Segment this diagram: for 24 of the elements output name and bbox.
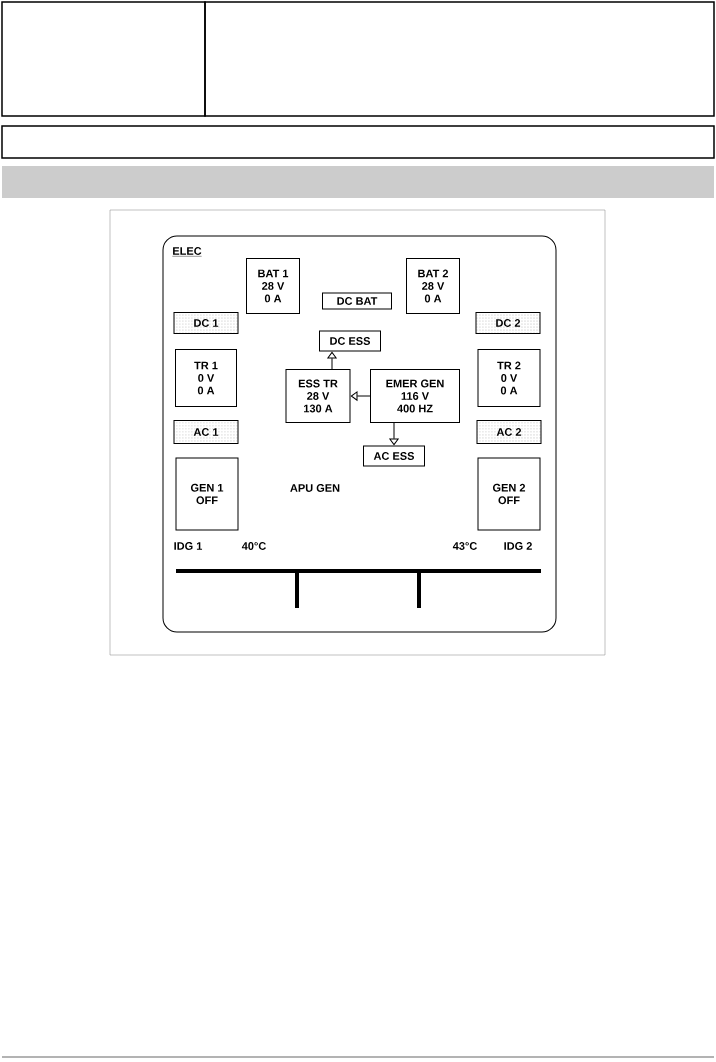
status-box: ESS TR 28 V 130 A — [285, 369, 351, 423]
screen-label: 43°C — [452, 542, 477, 550]
bus-label-box: AC 1 — [173, 420, 239, 444]
screen-label: ELEC — [172, 247, 202, 257]
status-box: GEN 1 OFF — [175, 457, 239, 531]
arrow — [327, 351, 337, 370]
screen-label: 40°C — [241, 542, 266, 550]
screen-label: IDG 1 — [174, 542, 203, 550]
status-box: AC ESS — [363, 445, 425, 467]
bus-label-box: AC 2 — [476, 420, 542, 444]
status-box: EMER GEN 116 V 400 HZ — [370, 369, 460, 423]
screen-label: IDG 2 — [504, 542, 532, 550]
bus-label-box: DC 2 — [475, 312, 541, 334]
status-box: TR 1 0 V 0 A — [175, 349, 237, 407]
status-box: GEN 2 OFF — [477, 457, 541, 531]
status-box: BAT 2 28 V 0 A — [406, 258, 460, 314]
status-box: DC ESS — [319, 330, 381, 352]
bus-label-box: DC 1 — [173, 312, 239, 334]
status-box: DC BAT — [322, 292, 392, 310]
arrow — [350, 391, 371, 401]
screen-label: APU GEN — [290, 484, 340, 492]
status-box: BAT 1 28 V 0 A — [246, 258, 300, 314]
arrow — [389, 422, 399, 446]
status-box: TR 2 0 V 0 A — [477, 349, 541, 407]
